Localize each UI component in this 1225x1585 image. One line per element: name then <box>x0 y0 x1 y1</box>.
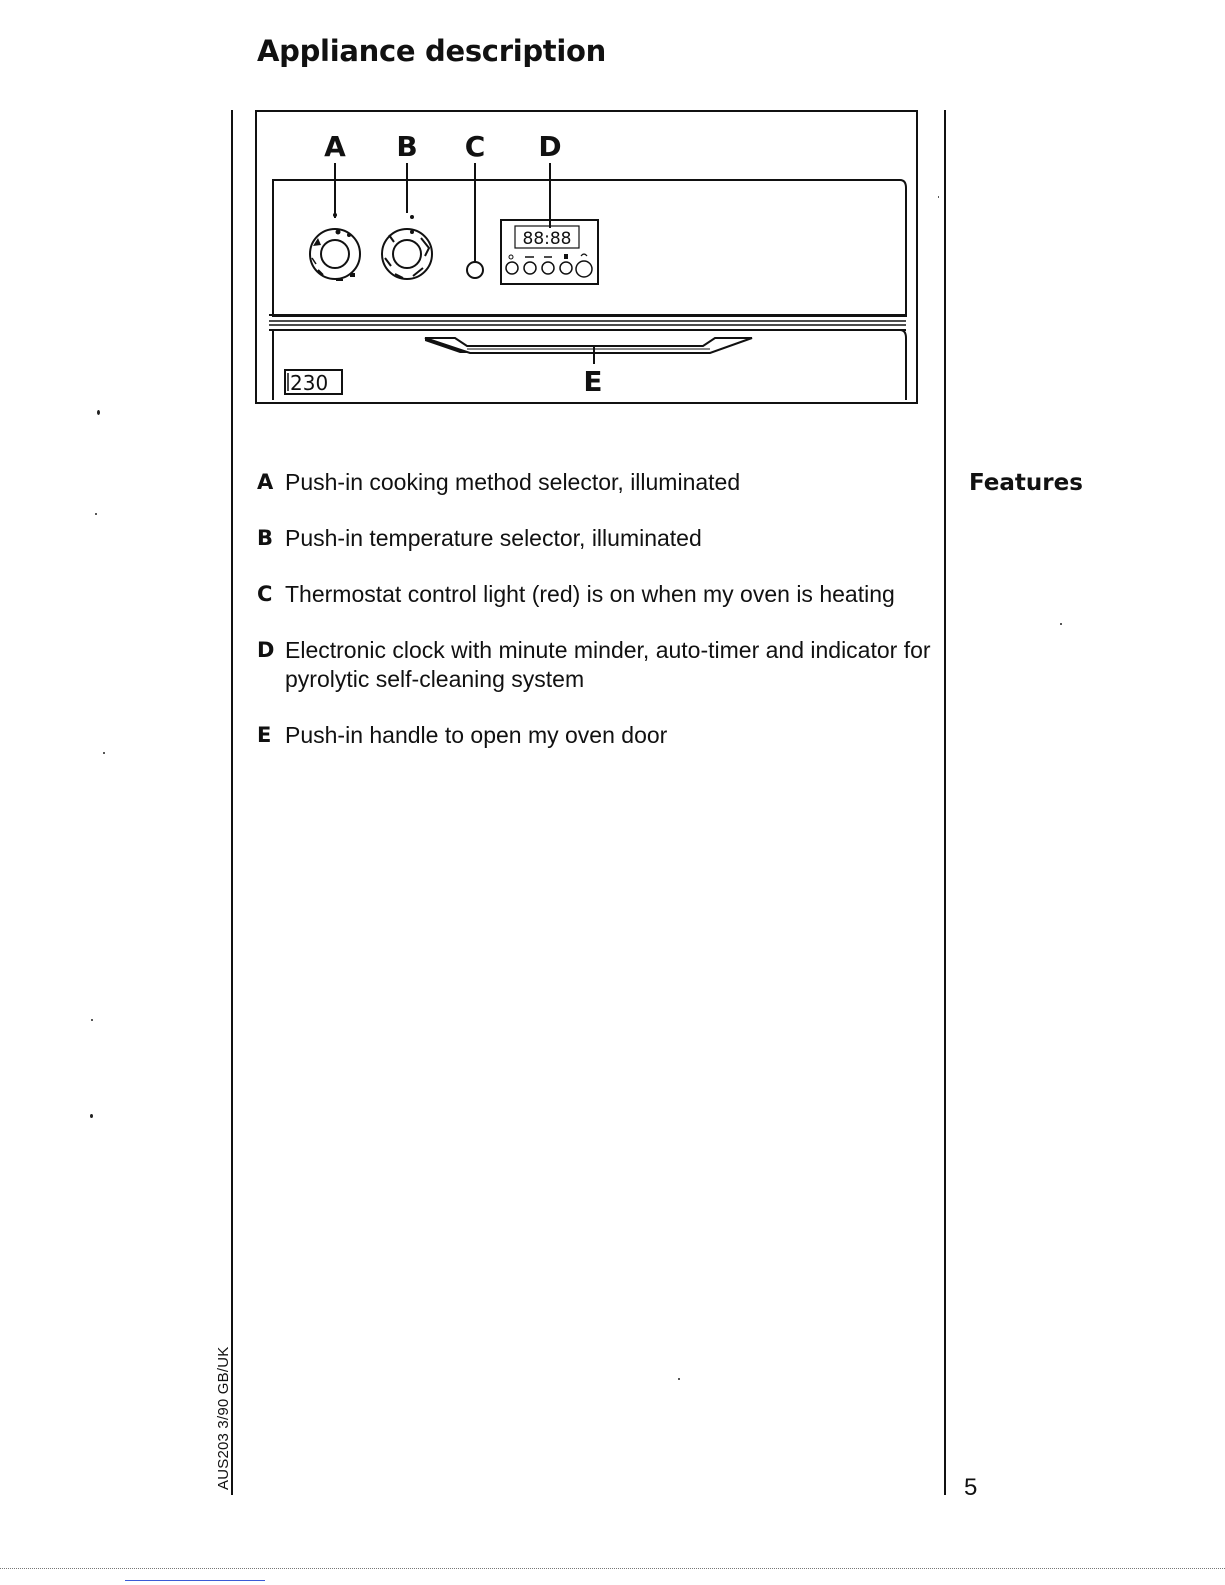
legend-text: Push-in cooking method selector, illumin… <box>285 469 741 495</box>
side-heading: Features <box>969 470 1083 496</box>
document-reference: AUS203 3/90 GB/UK <box>215 1346 232 1490</box>
scan-speck <box>103 752 105 754</box>
legend-text: Push-in handle to open my oven door <box>285 722 668 748</box>
legend-key: B <box>257 526 274 550</box>
legend-item: C Thermostat control light (red) is on w… <box>257 580 947 609</box>
component-legend: A Push-in cooking method selector, illum… <box>257 468 947 777</box>
scan-speck <box>97 410 100 415</box>
callout-e: E <box>583 365 602 398</box>
appliance-diagram: 88:88 A B C D E <box>255 108 920 408</box>
callout-d: D <box>538 130 561 163</box>
thermostat-light-icon <box>466 261 484 279</box>
bottom-dotted-rule <box>0 1568 1225 1569</box>
right-margin-rule <box>944 110 946 1495</box>
legend-key: A <box>257 470 274 494</box>
model-badge-frame <box>284 369 343 395</box>
model-badge: 230 <box>290 371 328 395</box>
scan-speck <box>91 1019 93 1021</box>
diagram-frame <box>255 110 918 404</box>
legend-item: D Electronic clock with minute minder, a… <box>257 636 947 694</box>
scan-speck <box>90 1114 93 1118</box>
legend-item: A Push-in cooking method selector, illum… <box>257 468 947 497</box>
page-number: 5 <box>964 1474 978 1501</box>
clock-button-icon <box>505 253 593 278</box>
left-margin-rule <box>231 110 233 1495</box>
legend-text: Thermostat control light (red) is on whe… <box>285 581 895 607</box>
bottom-link-underline <box>125 1580 265 1581</box>
scan-speck <box>678 1378 680 1380</box>
legend-key: D <box>257 638 275 662</box>
scan-speck <box>1060 623 1062 625</box>
clock-display-frame <box>514 225 580 249</box>
legend-key: E <box>257 723 272 747</box>
callout-a: A <box>324 130 346 163</box>
legend-text: Push-in temperature selector, illuminate… <box>285 525 702 551</box>
control-panel-outline <box>272 179 907 317</box>
oven-handle-icon <box>424 337 753 354</box>
scan-speck <box>95 513 97 515</box>
callout-c: C <box>465 130 486 163</box>
door-outline <box>272 329 907 400</box>
legend-key: C <box>257 582 273 606</box>
oven-front-illustration: 88:88 A B C D E <box>255 110 918 404</box>
cooking-method-knob-icon <box>309 213 361 281</box>
clock-display: 88:88 <box>523 229 572 249</box>
legend-item: B Push-in temperature selector, illumina… <box>257 524 947 553</box>
electronic-clock: 88:88 <box>500 219 599 285</box>
page-title: Appliance description <box>257 34 606 68</box>
temperature-knob-icon <box>381 215 433 280</box>
legend-item: E Push-in handle to open my oven door <box>257 721 947 750</box>
legend-text: Electronic clock with minute minder, aut… <box>285 637 931 692</box>
callout-b: B <box>396 130 417 163</box>
scan-speck <box>938 196 939 198</box>
